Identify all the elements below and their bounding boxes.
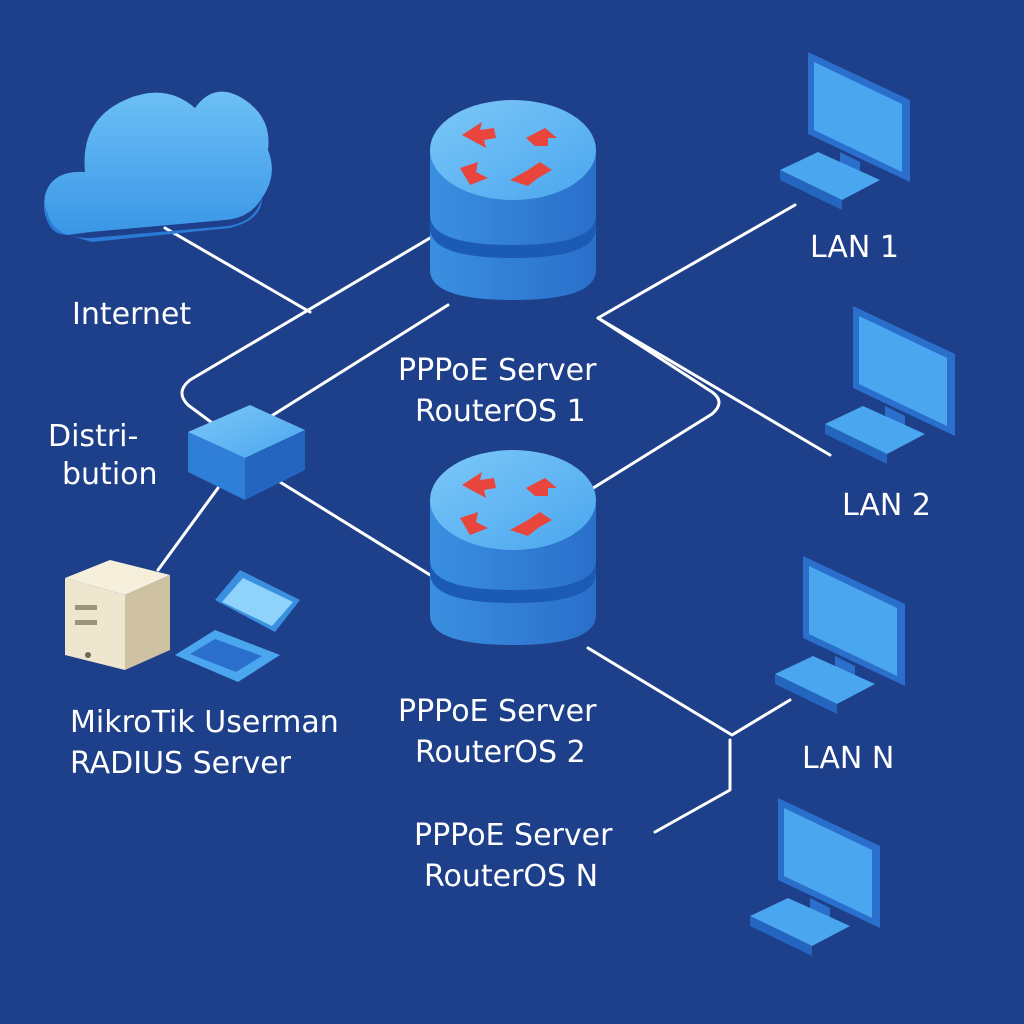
router-2-icon xyxy=(430,450,596,645)
distribution-label-line2: bution xyxy=(62,457,158,492)
desktop-computer-lan1-icon xyxy=(780,52,910,210)
lanN-label: LAN N xyxy=(802,741,895,776)
distribution-label-line1: Distri- xyxy=(48,419,139,454)
radius-label-line1: MikroTik Userman xyxy=(70,705,339,740)
router2-label-line2: RouterOS 2 xyxy=(415,735,586,770)
link-router1-distribution-loop xyxy=(180,236,432,427)
internet-label: Internet xyxy=(72,297,192,332)
link-router1-lan1 xyxy=(596,203,797,320)
router1-label-line1: PPPoE Server xyxy=(398,353,597,388)
link-switch-router2 xyxy=(278,480,437,580)
links xyxy=(156,203,832,834)
link-switch-radius xyxy=(156,486,220,572)
router1-label-line2: RouterOS 1 xyxy=(415,394,586,429)
laptop-icon xyxy=(175,570,300,682)
router2-label-line1: PPPoE Server xyxy=(398,694,597,729)
desktop-computer-extra-icon xyxy=(750,798,880,956)
link-router1-router2 xyxy=(588,316,721,492)
routerN-label-line1: PPPoE Server xyxy=(414,818,613,853)
link-router1-switch xyxy=(263,303,450,422)
link-router2-lanN xyxy=(586,646,792,737)
routerN-label-line2: RouterOS N xyxy=(424,859,599,894)
link-internet-router xyxy=(163,226,312,314)
lan2-label: LAN 2 xyxy=(842,488,931,523)
link-router1-lan2 xyxy=(596,316,832,457)
switch-icon xyxy=(188,405,305,500)
radius-label-line2: RADIUS Server xyxy=(70,746,292,781)
desktop-computer-lan2-icon xyxy=(825,306,955,464)
server-tower-icon xyxy=(65,560,170,670)
link-lanN-routerN xyxy=(653,738,732,834)
cloud-icon xyxy=(44,91,272,242)
desktop-computer-lanN-icon xyxy=(775,556,905,714)
router-1-icon xyxy=(430,100,596,300)
lan1-label: LAN 1 xyxy=(810,230,899,265)
